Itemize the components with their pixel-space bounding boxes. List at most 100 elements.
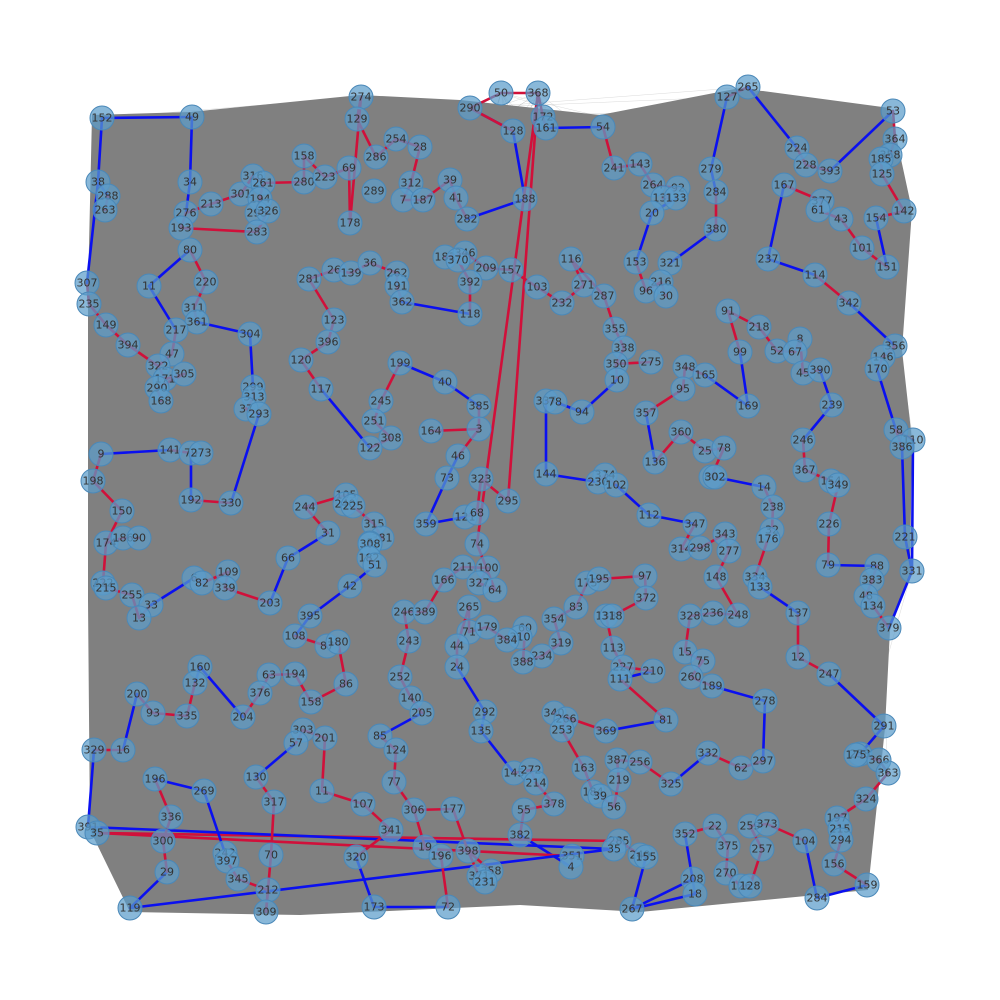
- graph-node: 223: [312, 164, 338, 190]
- graph-node: 50: [488, 80, 514, 106]
- graph-node: 80: [177, 237, 203, 263]
- node-label: 355: [605, 323, 626, 336]
- node-label: 69: [342, 162, 356, 175]
- graph-node: 152: [89, 105, 115, 131]
- node-label: 319: [551, 637, 572, 650]
- graph-node: 265: [456, 594, 482, 620]
- node-label: 167: [774, 179, 795, 192]
- tour-edge: [766, 183, 786, 261]
- graph-node: 219: [606, 767, 632, 793]
- node-label: 278: [755, 695, 776, 708]
- node-label: 111: [610, 673, 631, 686]
- graph-node: 394: [115, 332, 141, 358]
- graph-node: 395: [297, 603, 323, 629]
- node-label: 118: [460, 308, 481, 321]
- graph-node: 41: [443, 185, 469, 211]
- graph-node: 273: [188, 440, 214, 466]
- node-label: 304: [240, 328, 261, 341]
- node-label: 267: [622, 903, 643, 916]
- node-label: 357: [636, 407, 657, 420]
- node-label: 392: [460, 276, 481, 289]
- node-circle: [512, 186, 538, 212]
- node-label: 10: [610, 374, 624, 387]
- graph-node: 187: [410, 187, 436, 213]
- graph-node: 163: [571, 755, 597, 781]
- graph-node: 125: [869, 161, 895, 187]
- graph-node: 42: [337, 573, 363, 599]
- node-label: 188: [515, 193, 536, 206]
- graph-node: 359: [413, 511, 439, 537]
- graph-node: 298: [687, 535, 713, 561]
- node-label: 312: [401, 177, 422, 190]
- graph-node: 368: [525, 80, 551, 106]
- graph-node: 331: [899, 558, 925, 584]
- node-label: 389: [415, 606, 436, 619]
- node-label: 135: [471, 725, 492, 738]
- graph-node: 308: [378, 425, 404, 451]
- node-label: 180: [328, 636, 349, 649]
- node-label: 117: [311, 383, 332, 396]
- node-label: 9: [98, 448, 105, 461]
- graph-node: 252: [387, 664, 413, 690]
- node-circle: [793, 152, 819, 178]
- node-label: 74: [470, 538, 484, 551]
- tour-edge: [827, 672, 886, 728]
- node-circle: [663, 185, 689, 211]
- graph-node: 11: [136, 273, 162, 299]
- graph-node: 247: [816, 661, 842, 687]
- node-label: 91: [721, 305, 735, 318]
- graph-node: 11: [309, 778, 335, 804]
- node-label: 213: [201, 198, 222, 211]
- node-label: 46: [451, 450, 465, 463]
- node-label: 93: [146, 707, 160, 720]
- node-label: 212: [258, 884, 279, 897]
- node-label: 386: [892, 441, 913, 454]
- node-label: 309: [256, 906, 277, 919]
- node-label: 211: [453, 561, 474, 574]
- node-label: 253: [552, 724, 573, 737]
- node-label: 393: [820, 165, 841, 178]
- graph-node: 56: [601, 794, 627, 820]
- graph-node: 153: [623, 249, 649, 275]
- graph-node: 284: [703, 179, 729, 205]
- node-label: 342: [839, 297, 860, 310]
- node-label: 53: [886, 105, 900, 118]
- graph-node: 378: [541, 791, 567, 817]
- graph-node: 133: [663, 185, 689, 211]
- graph-node: 357: [633, 400, 659, 426]
- graph-node: 28: [407, 134, 433, 160]
- node-label: 308: [381, 432, 402, 445]
- node-label: 15: [678, 646, 692, 659]
- node-label: 379: [879, 622, 900, 635]
- graph-node: 354: [541, 606, 567, 632]
- node-label: 221: [895, 531, 916, 544]
- node-circle: [817, 158, 843, 184]
- node-label: 44: [450, 640, 464, 653]
- node-label: 24: [450, 661, 464, 674]
- graph-node: 280: [291, 169, 317, 195]
- node-label: 168: [151, 395, 172, 408]
- graph-node: 269: [191, 778, 217, 804]
- graph-node: 362: [389, 289, 415, 315]
- node-circle: [703, 216, 729, 242]
- graph-node: 215: [93, 575, 119, 601]
- node-label: 170: [867, 363, 888, 376]
- node-label: 385: [469, 400, 490, 413]
- graph-node: 360: [668, 419, 694, 445]
- node-circle: [244, 219, 270, 245]
- graph-node: 103: [524, 274, 550, 300]
- graph-node: 43: [828, 206, 854, 232]
- node-label: 397: [217, 855, 238, 868]
- graph-node: 369: [593, 718, 619, 744]
- graph-node: 120: [288, 347, 314, 373]
- graph-node: 257: [749, 836, 775, 862]
- node-label: 269: [194, 785, 215, 798]
- graph-node: 309: [253, 899, 279, 925]
- node-label: 193: [171, 222, 192, 235]
- node-label: 196: [431, 850, 452, 863]
- node-label: 124: [386, 744, 407, 757]
- node-label: 16: [116, 744, 130, 757]
- node-label: 148: [706, 571, 727, 584]
- node-circle: [488, 80, 514, 106]
- node-circle: [407, 134, 433, 160]
